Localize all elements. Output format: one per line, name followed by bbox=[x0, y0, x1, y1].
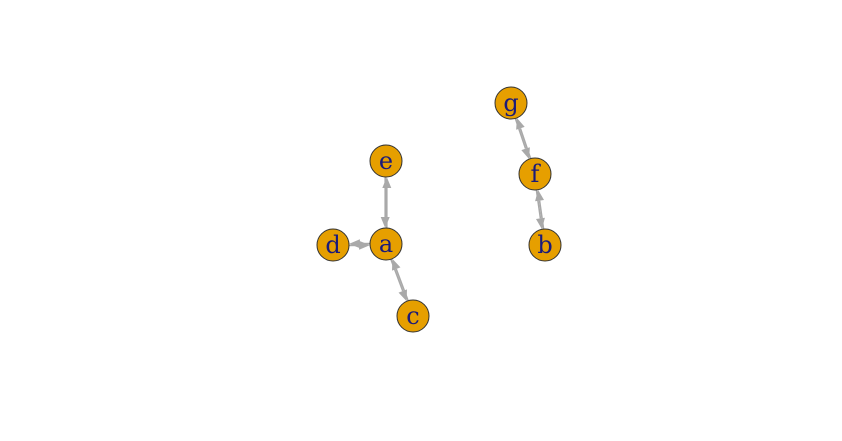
node-label: g bbox=[503, 89, 518, 117]
node-label: c bbox=[406, 302, 419, 330]
node-a: a bbox=[369, 227, 403, 261]
edge-arrowhead bbox=[392, 258, 401, 271]
edge-c-to-a bbox=[392, 258, 409, 302]
node-f: f bbox=[518, 157, 552, 191]
node-circle bbox=[494, 86, 528, 120]
edge-f-to-g bbox=[516, 117, 532, 159]
edge-arrowhead bbox=[535, 189, 545, 202]
edge-arrowhead bbox=[358, 240, 371, 250]
edge-arrowhead bbox=[382, 177, 392, 188]
node-label: e bbox=[379, 147, 393, 175]
nodes-layer: a b c d e f g bbox=[316, 86, 562, 333]
node-circle bbox=[316, 228, 350, 262]
edge-line bbox=[538, 200, 545, 230]
edge-arrowhead bbox=[348, 239, 361, 249]
node-circle bbox=[396, 299, 430, 333]
node-circle bbox=[369, 227, 403, 261]
node-c: c bbox=[396, 299, 430, 333]
edge-line bbox=[519, 128, 532, 159]
edges-layer bbox=[348, 117, 545, 302]
edge-d-to-a bbox=[348, 240, 371, 250]
node-e: e bbox=[369, 144, 403, 178]
edge-e-to-a bbox=[380, 177, 390, 228]
edge-arrowhead bbox=[516, 117, 525, 130]
node-label: f bbox=[531, 160, 542, 188]
node-b: b bbox=[528, 228, 562, 262]
edge-arrowhead bbox=[380, 217, 390, 228]
node-circle bbox=[528, 228, 562, 262]
node-label: d bbox=[325, 231, 340, 259]
node-circle bbox=[518, 157, 552, 191]
node-label: b bbox=[537, 231, 552, 259]
node-circle bbox=[369, 144, 403, 178]
node-label: a bbox=[379, 230, 393, 258]
node-g: g bbox=[494, 86, 528, 120]
edge-b-to-f bbox=[535, 189, 545, 230]
node-d: d bbox=[316, 228, 350, 262]
edge-line bbox=[395, 268, 409, 302]
